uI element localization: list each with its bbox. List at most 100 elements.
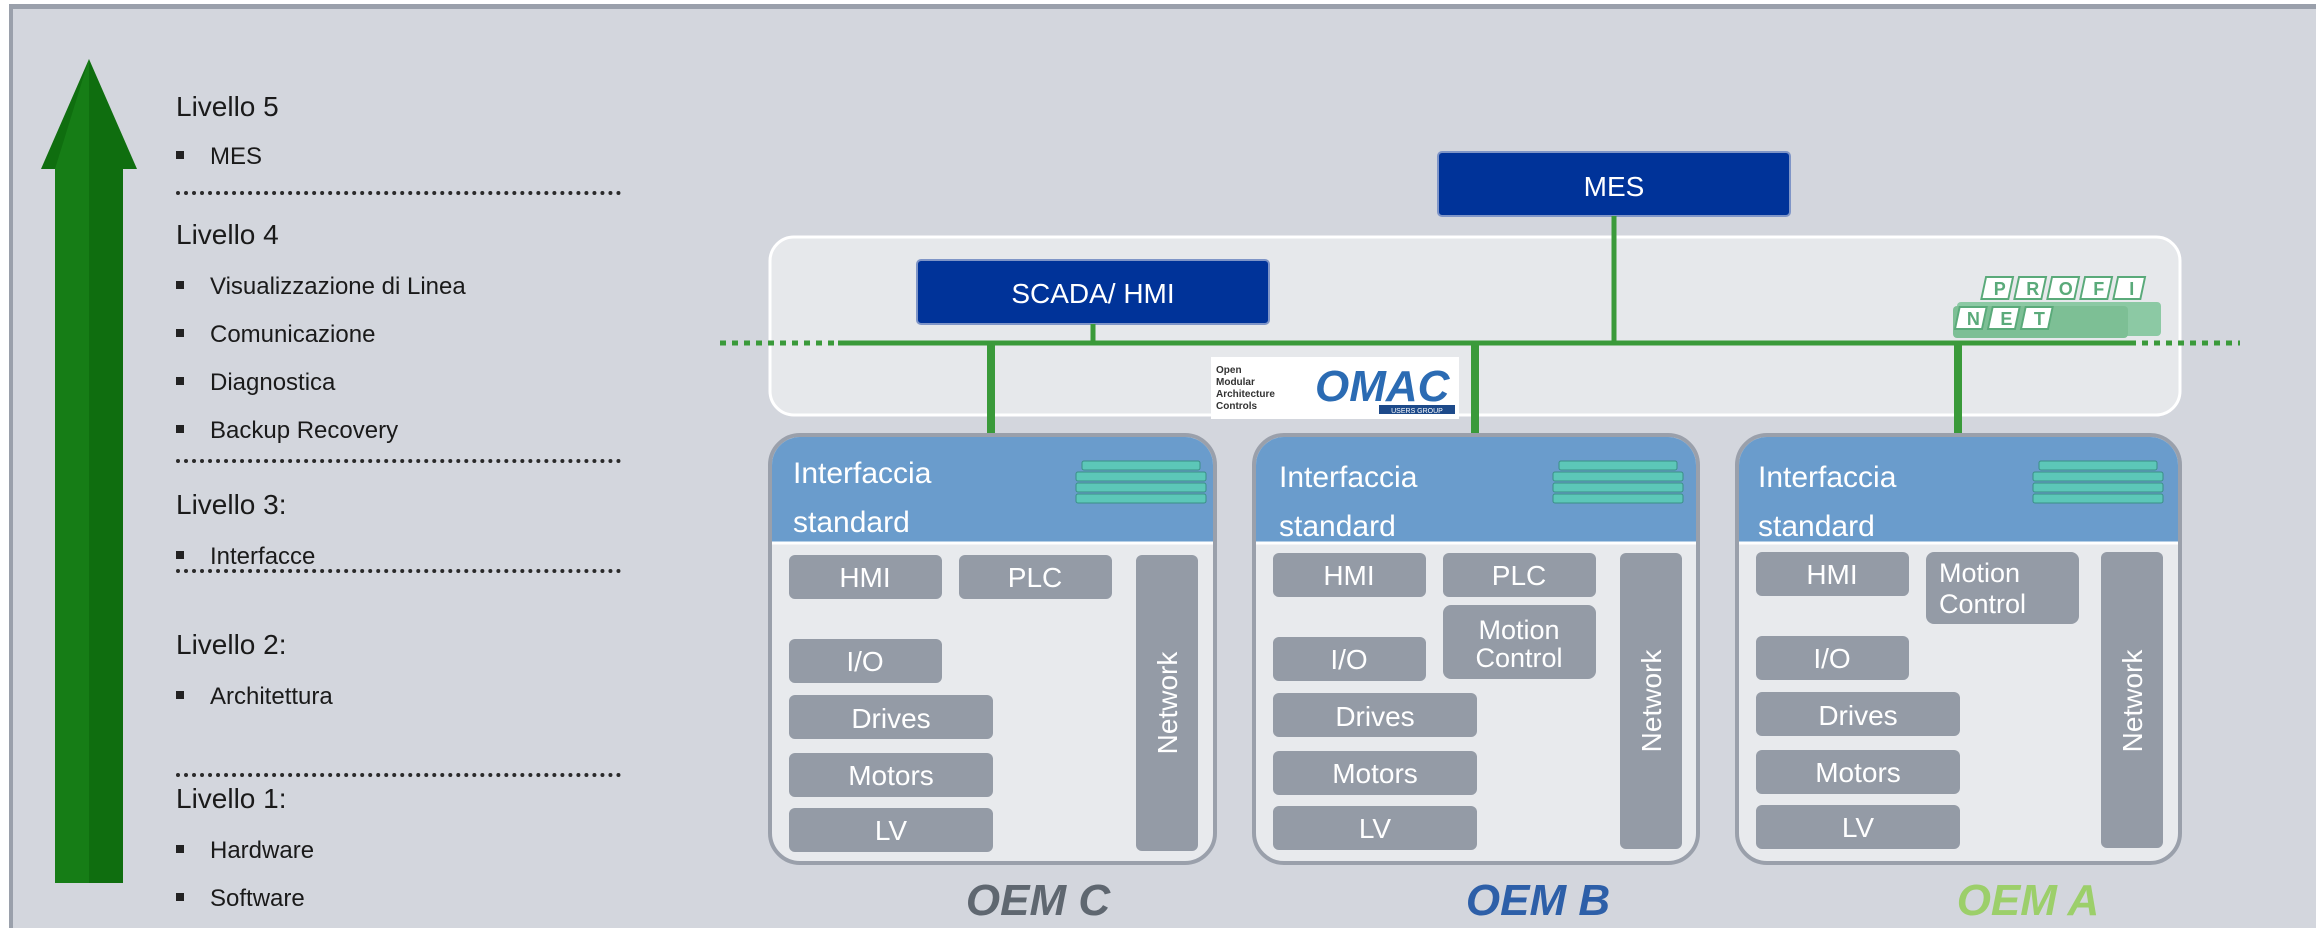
profinet-letter: E	[2000, 309, 2012, 329]
module-plc	[959, 555, 1112, 599]
omac-small-text: Architecture	[1216, 389, 1275, 400]
level-5-item: MES	[176, 143, 262, 171]
profinet-letter: O	[2059, 279, 2073, 299]
network-label: Network	[1636, 649, 1667, 753]
profinet-tile	[1986, 306, 2021, 330]
bullet-icon	[176, 892, 184, 901]
interface-header-label: standard	[1758, 510, 1875, 543]
module-motion-control	[1926, 552, 2079, 624]
server-rack-unit	[1081, 460, 1201, 471]
server-rack-unit	[1075, 493, 1207, 504]
module-lv	[1273, 806, 1477, 850]
level-1-title: Livello 1:	[176, 783, 287, 814]
level-item-label: Backup Recovery	[210, 417, 399, 444]
server-rack-unit	[2032, 482, 2164, 493]
architecture-diagram: MES SCADA/ HMI Open Modular Architecture…	[720, 151, 2240, 925]
module-network	[2101, 552, 2163, 848]
module-label: LV	[1842, 812, 1874, 843]
level-item-label: MES	[210, 143, 263, 170]
level-4-item: Visualizzazione di Linea	[176, 273, 466, 301]
mes-label: MES	[1584, 171, 1645, 202]
module-label: Drives	[1818, 700, 1897, 731]
level-4-item: Diagnostica	[176, 369, 335, 397]
server-rack-unit	[1552, 482, 1684, 493]
level-separator	[176, 569, 621, 573]
module-network	[1620, 553, 1682, 849]
module-lv	[1756, 805, 1960, 849]
interface-header-label: Interfaccia	[793, 457, 932, 490]
level-3-item: Interfacce	[176, 543, 315, 571]
module-motors	[789, 753, 993, 797]
oem-a-label: OEM A	[1957, 876, 2100, 925]
level-4-title: Livello 4	[176, 219, 279, 250]
level-1-item: Hardware	[176, 837, 314, 865]
level-separator	[176, 773, 621, 777]
level-1-item: Software	[176, 885, 305, 913]
bullet-icon	[176, 328, 184, 337]
server-rack-unit	[2032, 493, 2164, 504]
level-5-title: Livello 5	[176, 91, 279, 122]
omac-tagline: USERS GROUP	[1391, 408, 1443, 415]
module-label: LV	[1359, 813, 1391, 844]
bullet-icon	[176, 424, 184, 433]
module-label: Motors	[848, 760, 934, 791]
level-item-label: Interfacce	[210, 543, 316, 570]
module-label: Motors	[1332, 758, 1418, 789]
server-rack-unit	[1075, 471, 1207, 482]
server-rack-icon	[2032, 460, 2164, 504]
level-4-item: Backup Recovery	[176, 417, 398, 445]
server-rack-unit	[1075, 482, 1207, 493]
level-item-label: Architettura	[210, 683, 333, 710]
bullet-icon	[176, 550, 184, 559]
bullet-icon	[176, 690, 184, 699]
module-label: I/O	[846, 646, 883, 677]
arrow-highlight	[55, 59, 89, 883]
interface-header-label: Interfaccia	[1279, 461, 1418, 494]
module-plc	[1443, 553, 1596, 597]
oem-b-label: OEM B	[1466, 876, 1610, 925]
scada-hmi-label: SCADA/ HMI	[1011, 278, 1174, 309]
profinet-letter: F	[2093, 279, 2104, 299]
bullet-icon	[176, 280, 184, 289]
profinet-letter: T	[2034, 309, 2045, 329]
level-item-label: Diagnostica	[210, 369, 336, 396]
profinet-tile	[1980, 276, 2015, 300]
server-rack-icon	[1552, 460, 1684, 504]
module-label: Motors	[1815, 757, 1901, 788]
profinet-tile	[2046, 276, 2081, 300]
module-label: PLC	[1008, 562, 1062, 593]
bullet-icon	[176, 376, 184, 385]
module-io	[789, 639, 942, 683]
level-2-title: Livello 2:	[176, 629, 287, 660]
module-drives	[1756, 692, 1960, 736]
module-drives	[1273, 693, 1477, 737]
level-4-item: Comunicazione	[176, 321, 375, 349]
module-label: Drives	[851, 703, 930, 734]
module-hmi	[789, 555, 942, 599]
module-motors	[1273, 751, 1477, 795]
oem-c-label: OEM C	[966, 876, 1111, 925]
module-drives	[789, 695, 993, 739]
level-2-item: Architettura	[176, 683, 333, 711]
module-hmi	[1756, 552, 1909, 596]
profinet-letter: P	[1994, 279, 2006, 299]
profinet-tile	[2079, 276, 2114, 300]
interface-header-label: standard	[1279, 510, 1396, 543]
profinet-letter: R	[2026, 279, 2039, 299]
profinet-tile	[2112, 276, 2147, 300]
module-label: HMI	[1806, 559, 1857, 590]
module-motors	[1756, 750, 1960, 794]
omac-brand: OMAC	[1315, 362, 1451, 411]
server-rack-unit	[2038, 460, 2158, 471]
module-io	[1273, 637, 1426, 681]
module-label: Drives	[1335, 701, 1414, 732]
module-motion-control	[1443, 605, 1596, 679]
level-3-title: Livello 3:	[176, 489, 287, 520]
omac-tagline-bar	[1379, 405, 1455, 414]
server-rack-unit	[2032, 471, 2164, 482]
